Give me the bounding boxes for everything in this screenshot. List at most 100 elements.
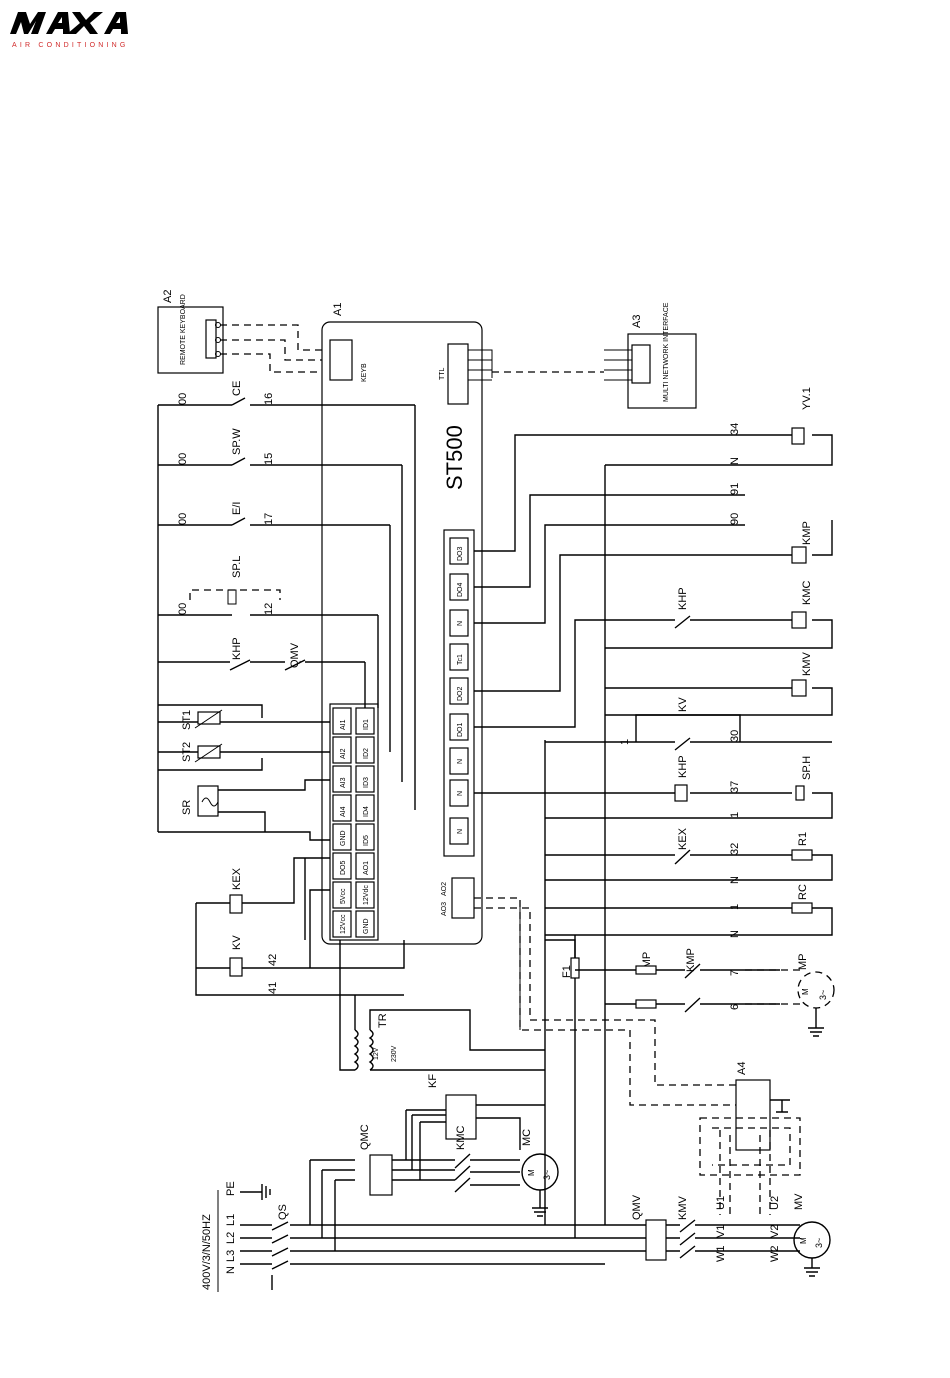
- maxa-logo: AIR CONDITIONING: [10, 12, 129, 49]
- kmp-coil-label: KMP: [801, 521, 813, 545]
- pin-id4: ID4: [363, 806, 370, 817]
- phase-n: N: [225, 1266, 237, 1274]
- pin-12vcc: 12Vcc: [340, 914, 347, 934]
- st1-label: ST1: [181, 710, 193, 730]
- sr-label: SR: [181, 800, 193, 815]
- a1-id: A1: [332, 303, 344, 316]
- a2-id: A2: [162, 290, 174, 303]
- rc-37: 37: [729, 781, 741, 793]
- pin-ai4: AI4: [340, 806, 347, 817]
- right-output-column: 34 YV.1 N 91 90 KMP KHP KMC KMV 1 KV 30 …: [474, 387, 833, 938]
- khp-right-label: KHP: [677, 587, 689, 610]
- kmv-coil-label: KMV: [801, 652, 813, 677]
- pin-ai1: AI1: [340, 719, 347, 730]
- ei-from: 00: [177, 513, 189, 525]
- spl-label: SP.L: [231, 556, 243, 578]
- pe-label: PE: [225, 1181, 237, 1196]
- ei-to: 17: [263, 513, 275, 525]
- rc-n2: N: [729, 876, 741, 884]
- controller-name: ST500: [442, 425, 467, 490]
- tr-label: TR: [377, 1013, 389, 1028]
- a2-label: REMOTE KEYBOARD: [180, 294, 187, 365]
- rc-1c: 1: [729, 904, 741, 910]
- pin-gnd: GND: [340, 830, 347, 846]
- out-n4: N: [457, 829, 464, 834]
- rc-91: 91: [729, 483, 741, 495]
- rc-1b: 1: [729, 812, 741, 818]
- mp-symbol: 3~: [818, 990, 828, 1000]
- t7-label: 7: [729, 970, 741, 976]
- brand-tagline: AIR CONDITIONING: [12, 42, 129, 49]
- kmc-coil-label: KMC: [801, 581, 813, 606]
- supply-rating: 400V/3/N/50HZ: [201, 1214, 213, 1290]
- w2-label: W2: [769, 1246, 781, 1263]
- compressor-circuit: QMC KMC M 3~ MC: [310, 1110, 559, 1217]
- out-n2: N: [457, 759, 464, 764]
- fan-motor-circuit: QMV KMV U1 V1 W1 U2 V2 W2 M 3~ MV: [605, 1193, 831, 1277]
- out-tc1: Tc1: [457, 654, 464, 665]
- mc-m: M: [527, 1169, 536, 1176]
- pin-id5: ID5: [363, 835, 370, 846]
- khp-coil-label: KHP: [677, 755, 689, 778]
- pump-circuit: FMP KMP 7 6 M 3~ MP: [575, 948, 835, 1037]
- pin-12vdc: 12Vdc: [363, 885, 370, 905]
- kmc-label: KMC: [455, 1126, 467, 1151]
- pin-ai3: AI3: [340, 777, 347, 788]
- out-n1: N: [457, 621, 464, 626]
- sph-label: SP.H: [801, 756, 813, 780]
- mv-m: M: [799, 1237, 808, 1244]
- kv-right-label: KV: [677, 697, 689, 712]
- fan-module-a4: A4: [735, 1062, 790, 1151]
- pin-id2: ID2: [363, 748, 370, 759]
- t42-label: 42: [267, 954, 279, 966]
- qmv-label: QMV: [631, 1194, 643, 1220]
- mp-label: MP: [797, 954, 809, 971]
- qmc-label: QMC: [359, 1124, 371, 1150]
- u2-label: U2: [769, 1196, 781, 1210]
- ao2-label: AO2: [441, 882, 448, 896]
- kmp-label: KMP: [685, 948, 697, 972]
- rc-30: 30: [729, 730, 741, 742]
- spw-label: SP.W: [231, 428, 243, 455]
- u1-label: U1: [715, 1196, 727, 1210]
- phase-l3: L3: [225, 1250, 237, 1262]
- pin-ao1: AO1: [363, 861, 370, 875]
- pin-id1: ID1: [363, 719, 370, 730]
- kex-right-label: KEX: [677, 827, 689, 850]
- pin-gnd2: GND: [363, 918, 370, 934]
- mv-label: MV: [793, 1193, 805, 1210]
- rc-label: RC: [797, 884, 809, 900]
- remote-keyboard-a2: A2 REMOTE KEYBOARD: [157, 290, 224, 374]
- ce-from: 00: [177, 393, 189, 405]
- pin-ai2: AI2: [340, 748, 347, 759]
- kmv-label: KMV: [677, 1196, 689, 1221]
- tr-secondary: 12V: [373, 1047, 380, 1060]
- kex-label: KEX: [231, 867, 243, 890]
- qmv-left-label: QMV: [289, 642, 301, 668]
- mp-m: M: [801, 988, 810, 995]
- tr-primary: 230V: [391, 1045, 398, 1062]
- left-control-column: 00 CE 16 00 SP.W 15 00 E/I 17 00 SP.L 12…: [157, 381, 416, 996]
- mc-label: MC: [521, 1129, 533, 1146]
- a4-id: A4: [736, 1062, 748, 1075]
- yv1-label: YV.1: [801, 387, 813, 410]
- network-interface-a3: A3 MULTI NETWORK INTERFACE: [627, 302, 697, 409]
- spl-to: 12: [263, 603, 275, 615]
- t41-label: 41: [267, 982, 279, 994]
- rc-34: 34: [729, 423, 741, 435]
- main-supply: 400V/3/N/50HZ N L3 L2 L1 PE QS: [201, 1160, 605, 1292]
- rc-90: 90: [729, 513, 741, 525]
- pin-id3: ID3: [363, 777, 370, 788]
- kf-relay: KF: [406, 1074, 545, 1150]
- ce-label: CE: [231, 381, 243, 396]
- rc-32: 32: [729, 843, 741, 855]
- r1-label: R1: [797, 832, 809, 846]
- ei-label: E/I: [231, 502, 243, 515]
- rc-n1: N: [729, 457, 741, 465]
- out-n3: N: [457, 791, 464, 796]
- out-do2: DO2: [457, 687, 464, 702]
- qs-label: QS: [277, 1204, 289, 1220]
- ao3-label: AO3: [441, 902, 448, 916]
- w1-label: W1: [715, 1246, 727, 1263]
